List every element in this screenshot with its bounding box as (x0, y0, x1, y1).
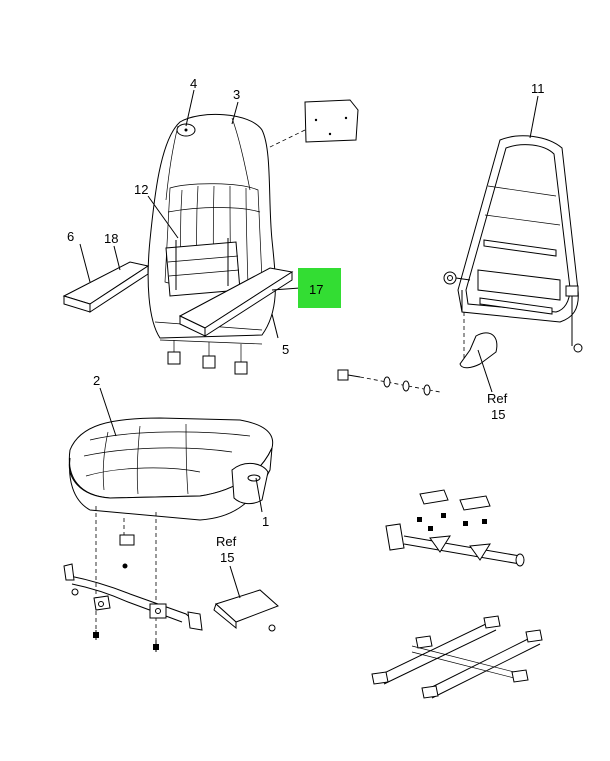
label-ref-lower[interactable]: Ref (216, 534, 237, 549)
leader-lines (79, 89, 539, 599)
label-12[interactable]: 12 (134, 182, 148, 197)
label-4[interactable]: 4 (190, 76, 197, 91)
label-17[interactable]: 17 (309, 282, 323, 297)
label-6[interactable]: 6 (67, 229, 74, 244)
seat-back-frame[interactable] (443, 135, 583, 360)
seat-back-assembly[interactable] (147, 113, 276, 375)
label-11[interactable]: 11 (531, 81, 545, 96)
back-panel-bracket[interactable] (267, 99, 359, 149)
label-1[interactable]: 1 (262, 514, 269, 529)
label-ref-lower-number[interactable]: 15 (220, 550, 234, 565)
label-18[interactable]: 18 (104, 231, 118, 246)
left-armrest[interactable] (62, 261, 150, 313)
slide-rails[interactable] (371, 615, 543, 699)
label-ref-upper[interactable]: Ref (487, 391, 508, 406)
label-3[interactable]: 3 (233, 87, 240, 102)
pivot-bolt-washers[interactable] (337, 369, 441, 396)
seat-track-assembly[interactable] (385, 489, 525, 567)
seat-pan-hardware[interactable] (63, 506, 203, 652)
label-5[interactable]: 5 (282, 342, 289, 357)
highlight-box-17[interactable] (298, 268, 341, 308)
right-armrest[interactable] (178, 267, 294, 337)
label-ref-upper-number[interactable]: 15 (491, 407, 505, 422)
seat-cushion[interactable] (68, 417, 274, 521)
label-2[interactable]: 2 (93, 373, 100, 388)
recliner-handle-lower[interactable] (213, 589, 279, 632)
